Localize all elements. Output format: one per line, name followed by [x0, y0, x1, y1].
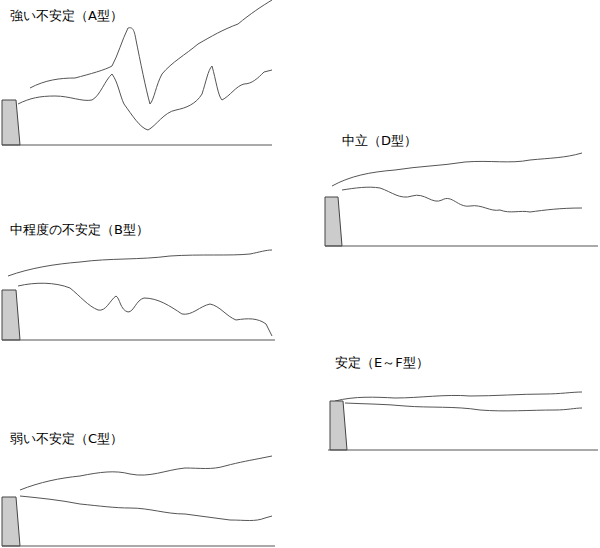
plume-upper-edge: [335, 392, 582, 401]
plume-upper-edge: [20, 456, 272, 490]
panel-d: [325, 153, 598, 246]
ground-line: [2, 340, 275, 341]
plume-lower-edge: [18, 66, 272, 130]
stability-class-label: 中立（D型）: [342, 133, 417, 149]
ground-line: [328, 450, 598, 451]
stability-class-label: 安定（E～F型）: [335, 355, 429, 371]
ground-line: [2, 546, 275, 547]
plume-upper-edge: [332, 153, 582, 186]
panel-c: [2, 456, 275, 546]
plume-lower-edge: [18, 283, 272, 336]
chimney-stack: [2, 497, 20, 546]
panel-a: [2, 0, 272, 145]
chimney-stack: [330, 401, 347, 450]
ground-line: [325, 246, 598, 247]
plume-upper-edge: [8, 250, 272, 276]
chimney-stack: [325, 197, 342, 246]
stability-class-label: 中程度の不安定（B型）: [10, 222, 149, 238]
panel-b: [2, 250, 275, 340]
panel-ef: [328, 392, 598, 450]
plume-lower-edge: [345, 403, 582, 411]
stability-class-label: 強い不安定（A型）: [10, 8, 123, 24]
chimney-stack: [2, 290, 20, 340]
plume-lower-edge: [20, 496, 272, 521]
stability-class-label: 弱い不安定（C型）: [10, 431, 123, 447]
ground-line: [2, 145, 272, 146]
chimney-stack: [2, 100, 20, 145]
plume-lower-edge: [342, 187, 582, 212]
